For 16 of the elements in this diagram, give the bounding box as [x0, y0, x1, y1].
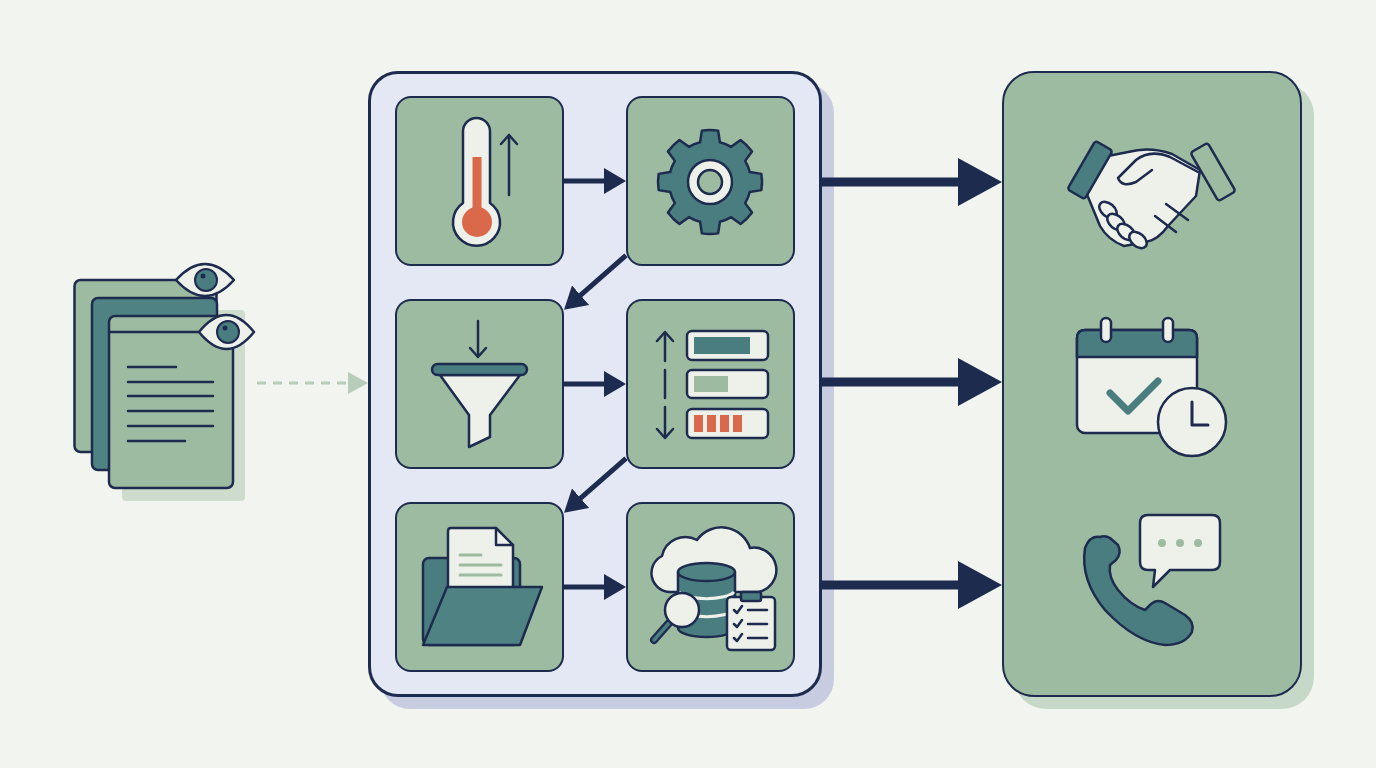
thick-arrow: [822, 561, 1002, 609]
process-tile: [626, 299, 795, 469]
process-tile: [626, 96, 795, 266]
process-tile: [395, 502, 564, 672]
arrow: [564, 371, 626, 397]
arrow: [564, 168, 626, 194]
process-tile: [395, 299, 564, 469]
process-tile: [626, 502, 795, 672]
arrow: [564, 574, 626, 600]
thick-arrow: [822, 158, 1002, 206]
thick-arrow: [822, 358, 1002, 406]
arrow: [564, 253, 628, 310]
arrow: [564, 456, 628, 513]
document-stack-illustration: [73, 262, 257, 502]
process-tile: [395, 96, 564, 266]
dashed-arrow: [257, 372, 368, 394]
